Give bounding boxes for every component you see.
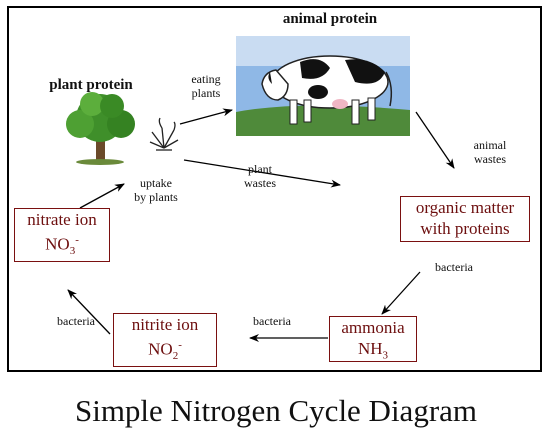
cow-picture: [236, 36, 410, 136]
diagram-title: Simple Nitrogen Cycle Diagram: [74, 393, 478, 428]
sprout-picture: [149, 117, 179, 151]
nitrate-box: nitrate ion NO3-: [14, 208, 110, 262]
animal-wastes-label: animal wastes: [473, 138, 507, 166]
ammonia-box: ammonia NH3: [329, 316, 417, 362]
animal-protein-label: animal protein: [282, 11, 378, 27]
arrow-uptake: [79, 183, 125, 209]
arrow-bacteria-ammonia: [381, 271, 421, 315]
arrow-eating-plants: [179, 108, 233, 125]
plant-wastes-label: plant wastes: [244, 162, 276, 190]
organic-matter-box: organic matter with proteins: [400, 196, 530, 242]
arrow-bacteria-nitrate: [67, 289, 111, 335]
plant-protein-label: plant protein: [49, 77, 133, 93]
arrow-animal-wastes: [415, 111, 455, 169]
eating-plants-label: eating plants: [191, 72, 221, 100]
uptake-label: uptake by plants: [134, 176, 178, 204]
bacteria-label-1: bacteria: [435, 260, 473, 274]
bacteria-label-3: bacteria: [57, 314, 95, 328]
nitrite-box: nitrite ion NO2-: [113, 313, 217, 367]
bacteria-label-2: bacteria: [253, 314, 291, 328]
arrow-plant-wastes: [183, 159, 341, 188]
tree-picture: [66, 92, 135, 165]
